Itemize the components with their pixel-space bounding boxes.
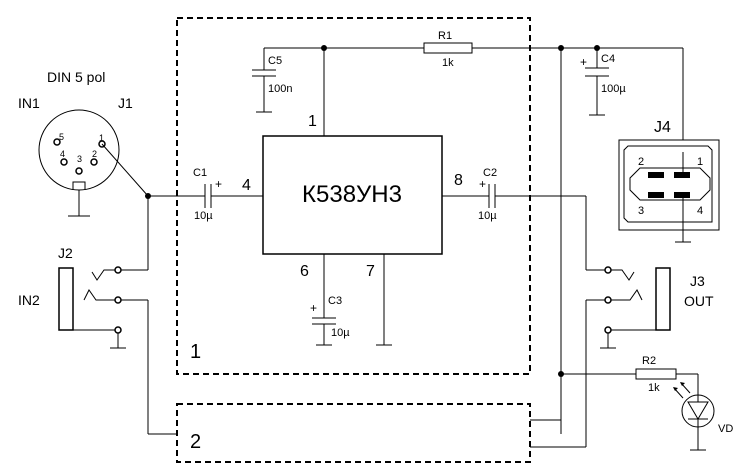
c2-ref: C2 [483, 167, 497, 179]
capacitor-c5 [252, 69, 276, 77]
din-pin-5: 5 [59, 132, 64, 142]
c4-pol: + [580, 55, 587, 69]
input-wiring [68, 143, 263, 435]
ic-pin-7: 7 [366, 263, 375, 280]
capacitor-c1 [204, 184, 212, 208]
terminal [604, 266, 612, 274]
block-2-label: 2 [190, 431, 201, 453]
j1-label: J1 [118, 95, 133, 111]
r1-value: 1k [442, 57, 454, 69]
ic-pin-6: 6 [300, 263, 309, 280]
usb-pin-4: 4 [697, 205, 703, 217]
c3-pol: + [310, 301, 317, 315]
r2-ref: R2 [642, 355, 656, 367]
usb-pin-2: 2 [638, 156, 644, 168]
out-label: OUT [684, 293, 714, 309]
terminal [114, 326, 122, 334]
c5-ref: C5 [268, 55, 282, 67]
terminal [604, 296, 612, 304]
r1-ref: R1 [438, 30, 452, 42]
resistor-r2 [635, 368, 677, 380]
terminal [604, 326, 612, 334]
usb-pin-3: 3 [638, 205, 644, 217]
c1-ref: C1 [193, 167, 207, 179]
in2-label: IN2 [18, 292, 40, 308]
j4-label: J4 [654, 119, 671, 136]
c2-value: 10µ [478, 210, 497, 222]
c1-pol: + [215, 177, 222, 191]
led-vd [673, 382, 715, 428]
led-wiring [561, 373, 706, 451]
in1-label: IN1 [18, 95, 40, 111]
c4-ref: C4 [601, 53, 615, 65]
jack-j3 [608, 267, 671, 331]
r2-value: 1k [648, 382, 660, 394]
junction-dot [558, 45, 564, 51]
terminal [114, 266, 122, 274]
ic-name: К538УН3 [302, 181, 402, 208]
jack-j2 [58, 267, 118, 331]
block-2-outline [176, 403, 531, 463]
c5-value: 100n [268, 83, 292, 95]
din-title: DIN 5 pol [47, 69, 105, 85]
block-1-label: 1 [190, 341, 201, 363]
j2-label: J2 [58, 245, 73, 261]
ic-bottom-wiring [312, 254, 392, 346]
ic-body [262, 135, 443, 255]
din-pin-4: 4 [60, 149, 65, 159]
terminal [114, 296, 122, 304]
ic-pin-4: 4 [242, 177, 251, 194]
junction-dot [145, 193, 151, 199]
capacitor-c4 [585, 67, 609, 77]
din-pin-3: 3 [77, 154, 82, 164]
ic-pin-8: 8 [454, 172, 463, 189]
ic-pin-1: 1 [308, 113, 317, 130]
junction-dot [321, 45, 327, 51]
usb-connector-j4 [618, 139, 720, 243]
c4-value: 100µ [601, 83, 626, 95]
vd-ref: VD [718, 423, 733, 435]
din-pin-2: 2 [92, 149, 97, 159]
c3-ref: C3 [328, 295, 342, 307]
usb-pin-1: 1 [697, 156, 703, 168]
c2-pol: + [479, 177, 486, 191]
supply-wiring [256, 47, 684, 434]
c3-value: 10µ [331, 327, 350, 339]
resistor-r1 [423, 42, 473, 54]
j3-label: J3 [690, 273, 705, 289]
din-pin-1: 1 [99, 133, 104, 143]
junction-dot [594, 45, 600, 51]
c1-value: 10µ [194, 210, 213, 222]
